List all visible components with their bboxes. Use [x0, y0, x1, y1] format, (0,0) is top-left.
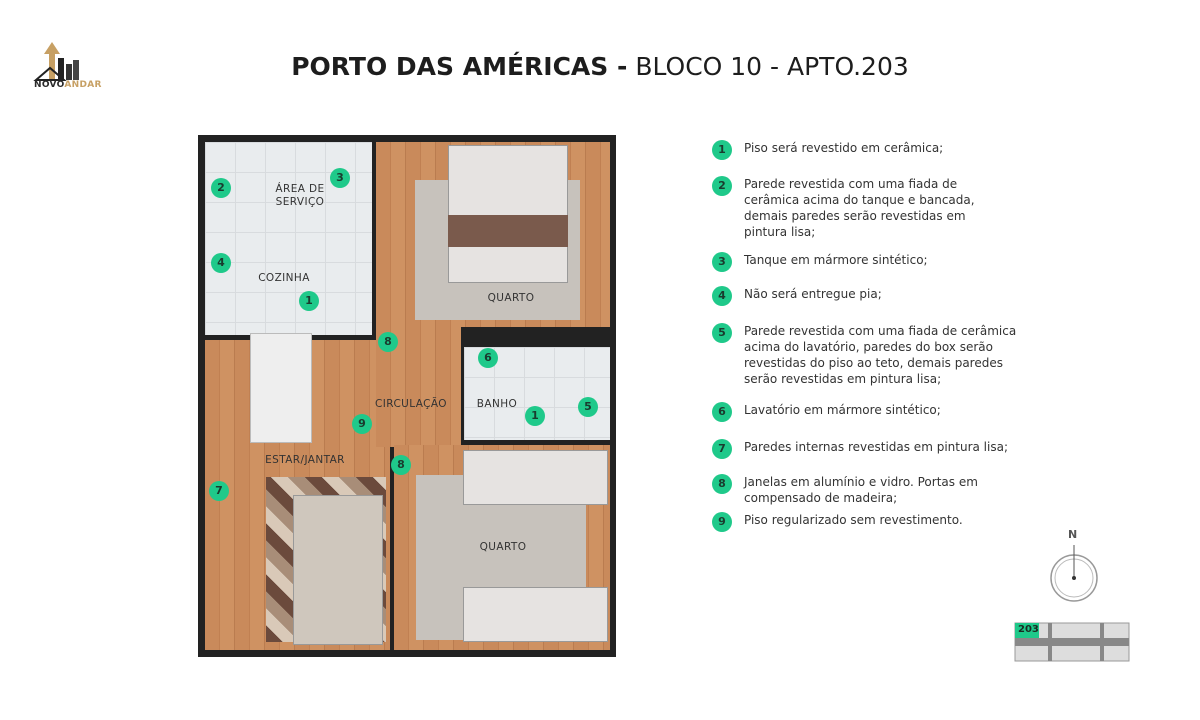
marker-8-top: 8	[378, 332, 398, 352]
room-label-cozinha: COZINHA	[258, 272, 310, 284]
legend-marker: 3	[712, 252, 732, 272]
legend-marker: 2	[712, 176, 732, 196]
legend-text: Paredes internas revestidas em pintura l…	[744, 440, 1008, 454]
legend-item: 8 Janelas em alumínio e vidro. Portas em …	[712, 474, 989, 506]
marker-7: 7	[209, 481, 229, 501]
room-label-quarto-2: QUARTO	[479, 541, 527, 553]
room-label-circulacao: CIRCULAÇÃO	[375, 398, 447, 410]
compass-icon	[1050, 545, 1098, 602]
legend-text: Tanque em mármore sintético;	[744, 253, 928, 267]
legend-item: 6 Lavatório em mármore sintético;	[712, 402, 1024, 422]
marker-2: 2	[211, 178, 231, 198]
logo-text-novo: NOVO	[34, 80, 65, 90]
legend-marker: 6	[712, 402, 732, 422]
legend-text: Piso regularizado sem revestimento.	[744, 513, 963, 527]
compass-label: N	[1068, 528, 1078, 541]
legend-text: Parede revestida com uma fiada de cerâmi…	[744, 324, 1017, 386]
label-servico-line1: ÁREA DE	[275, 183, 325, 195]
room-label-estar-jantar: ESTAR/JANTAR	[265, 454, 345, 466]
legend-marker: 9	[712, 512, 732, 532]
legend-item: 1 Piso será revestido em cerâmica;	[712, 140, 1024, 160]
legend-item: 4 Não será entregue pia;	[712, 286, 1024, 306]
marker-6: 6	[478, 348, 498, 368]
legend-item: 5 Parede revestida com uma fiada de cerâm…	[712, 323, 1019, 387]
bed-single-1	[463, 450, 608, 505]
logo-text-andar: ANDAR	[64, 80, 102, 90]
legend-marker: 8	[712, 474, 732, 494]
legend-marker: 5	[712, 323, 732, 343]
keyplan-unit-label: 203	[1018, 624, 1039, 635]
marker-9: 9	[352, 414, 372, 434]
marker-3: 3	[330, 168, 350, 188]
legend-item: 9 Piso regularizado sem revestimento.	[712, 512, 1024, 532]
room-label-banho: BANHO	[476, 398, 518, 410]
legend-text: Janelas em alumínio e vidro. Portas em c…	[744, 475, 978, 505]
legend-item: 2 Parede revestida com uma fiada de cerâm…	[712, 176, 984, 240]
title-bold: PORTO DAS AMÉRICAS -	[291, 52, 628, 81]
label-servico-line2: SERVIÇO	[275, 196, 325, 208]
bed-single-2	[463, 587, 608, 642]
marker-5: 5	[578, 397, 598, 417]
legend-text: Piso será revestido em cerâmica;	[744, 141, 944, 155]
title-regular: BLOCO 10 - APTO.203	[627, 52, 909, 81]
dining-table	[250, 333, 312, 443]
room-label-quarto-1: QUARTO	[487, 292, 535, 304]
legend-text: Parede revestida com uma fiada de cerâmi…	[744, 177, 975, 239]
legend-marker: 7	[712, 439, 732, 459]
bed-blanket	[448, 215, 568, 247]
page-title: PORTO DAS AMÉRICAS - BLOCO 10 - APTO.203	[0, 52, 1200, 81]
legend-marker: 4	[712, 286, 732, 306]
legend-text: Lavatório em mármore sintético;	[744, 403, 941, 417]
legend-item: 3 Tanque em mármore sintético;	[712, 252, 1024, 272]
logo	[30, 40, 110, 92]
keyplan-icon	[1014, 622, 1130, 662]
marker-8-bottom: 8	[391, 455, 411, 475]
marker-4: 4	[211, 253, 231, 273]
legend-text: Não será entregue pia;	[744, 287, 882, 301]
legend-marker: 1	[712, 140, 732, 160]
logo-text: NOVOANDAR	[34, 80, 102, 90]
legend-item: 7 Paredes internas revestidas em pintura …	[712, 439, 1024, 459]
marker-1-bath: 1	[525, 406, 545, 426]
logo-building-arrow-icon	[33, 42, 79, 81]
marker-1-kitchen: 1	[299, 291, 319, 311]
sofa	[293, 495, 383, 645]
bed-double	[448, 145, 568, 283]
